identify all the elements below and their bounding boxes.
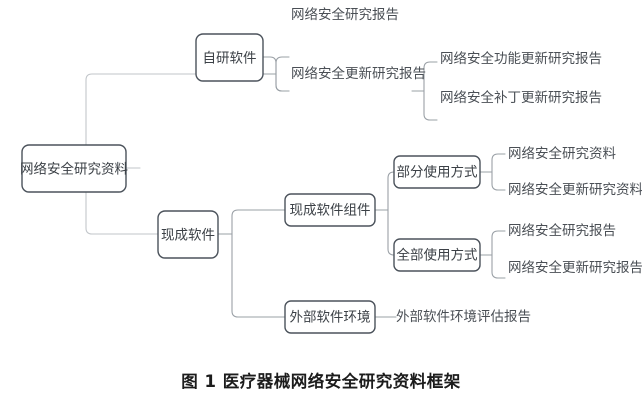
leaf-full-security-update-research-report: 网络安全更新研究报告	[508, 259, 642, 276]
leaf-external-software-environment-assessment-report: 外部软件环境评估报告	[396, 309, 531, 325]
node-full-usage-label: 全部使用方式	[397, 247, 478, 264]
leaf-full-security-research-report: 网络安全研究报告	[508, 222, 616, 239]
node-full-usage-rect	[393, 238, 481, 272]
node-full-usage[interactable]: 全部使用方式	[393, 238, 481, 272]
node-off-the-shelf-component-rect	[284, 193, 376, 227]
node-off-the-shelf-software-label: 现成软件	[161, 228, 215, 244]
node-self-developed-software-label: 自研软件	[203, 51, 257, 67]
node-off-the-shelf-software[interactable]: 现成软件	[157, 210, 219, 259]
connector-component-children	[374, 171, 395, 256]
leaf-security-patch-update-research-report: 网络安全补丁更新研究报告	[440, 89, 602, 106]
node-off-the-shelf-component-label: 现成软件组件	[290, 203, 371, 219]
node-self-developed-software-rect	[195, 33, 264, 82]
figure-caption: 图 1 医疗器械网络安全研究资料框架	[181, 372, 461, 391]
node-external-software-environment-label: 外部软件环境	[290, 310, 371, 326]
node-partial-usage-label: 部分使用方式	[397, 164, 478, 181]
node-off-the-shelf-component[interactable]: 现成软件组件	[284, 193, 376, 227]
node-off-the-shelf-software-rect	[157, 210, 219, 259]
leaf-partial-security-update-research-data: 网络安全更新研究资料	[508, 181, 642, 198]
node-self-developed-software[interactable]: 自研软件	[195, 33, 264, 82]
node-root-rect	[21, 144, 127, 193]
connector-offshelf-children	[217, 209, 286, 318]
node-partial-usage-rect	[393, 155, 481, 189]
connector-full-children	[479, 230, 506, 279]
node-external-software-environment[interactable]: 外部软件环境	[284, 300, 376, 334]
connector-partial-children	[479, 153, 506, 191]
leaf-security-function-update-research-report: 网络安全功能更新研究报告	[440, 50, 602, 67]
leaf-self-dev-security-update-research-report: 网络安全更新研究报告	[291, 65, 426, 82]
leaf-self-dev-security-research-report: 网络安全研究报告	[291, 6, 399, 23]
leaf-partial-security-research-data: 网络安全研究资料	[508, 145, 616, 162]
connector-selfdev-children	[262, 56, 290, 92]
node-root[interactable]: 网络安全研究资料	[20, 144, 128, 193]
network-security-research-tree-diagram: 网络安全研究资料 自研软件 现成软件 现成软件组件 外部软件环境 部分使用方式 …	[20, 6, 642, 334]
node-external-software-environment-rect	[284, 300, 376, 334]
node-partial-usage[interactable]: 部分使用方式	[393, 155, 481, 189]
node-root-label: 网络安全研究资料	[20, 161, 128, 178]
connector-update-children	[411, 61, 438, 121]
